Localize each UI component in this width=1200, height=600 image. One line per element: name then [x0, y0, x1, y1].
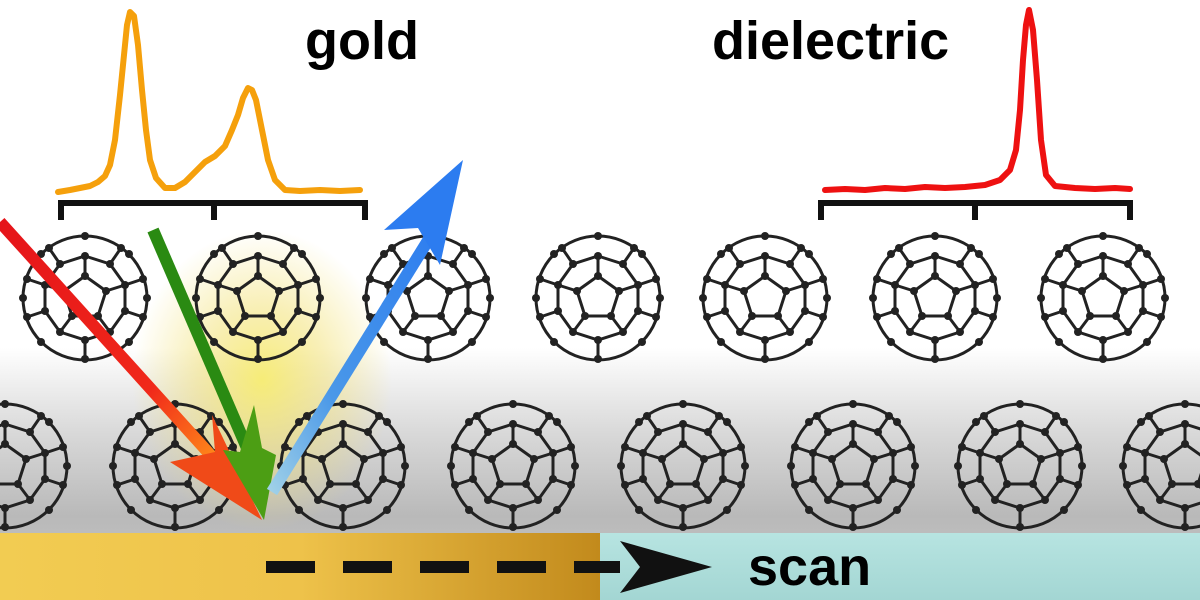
pump-beam-arrow	[147, 227, 276, 520]
incident-beam-arrow	[0, 217, 262, 520]
scattered-beam-arrow	[266, 160, 463, 496]
dashed-arrow-right-icon	[266, 541, 712, 593]
dielectric-spectrum-axis	[818, 200, 1133, 220]
gold-label: gold	[305, 11, 419, 71]
dielectric-spectrum-curve	[822, 7, 1133, 193]
gold-spectrum-axis	[58, 200, 368, 220]
dielectric-label: dielectric	[712, 11, 950, 71]
scan-label: scan	[748, 537, 872, 597]
gold-spectrum-curve	[55, 9, 363, 195]
